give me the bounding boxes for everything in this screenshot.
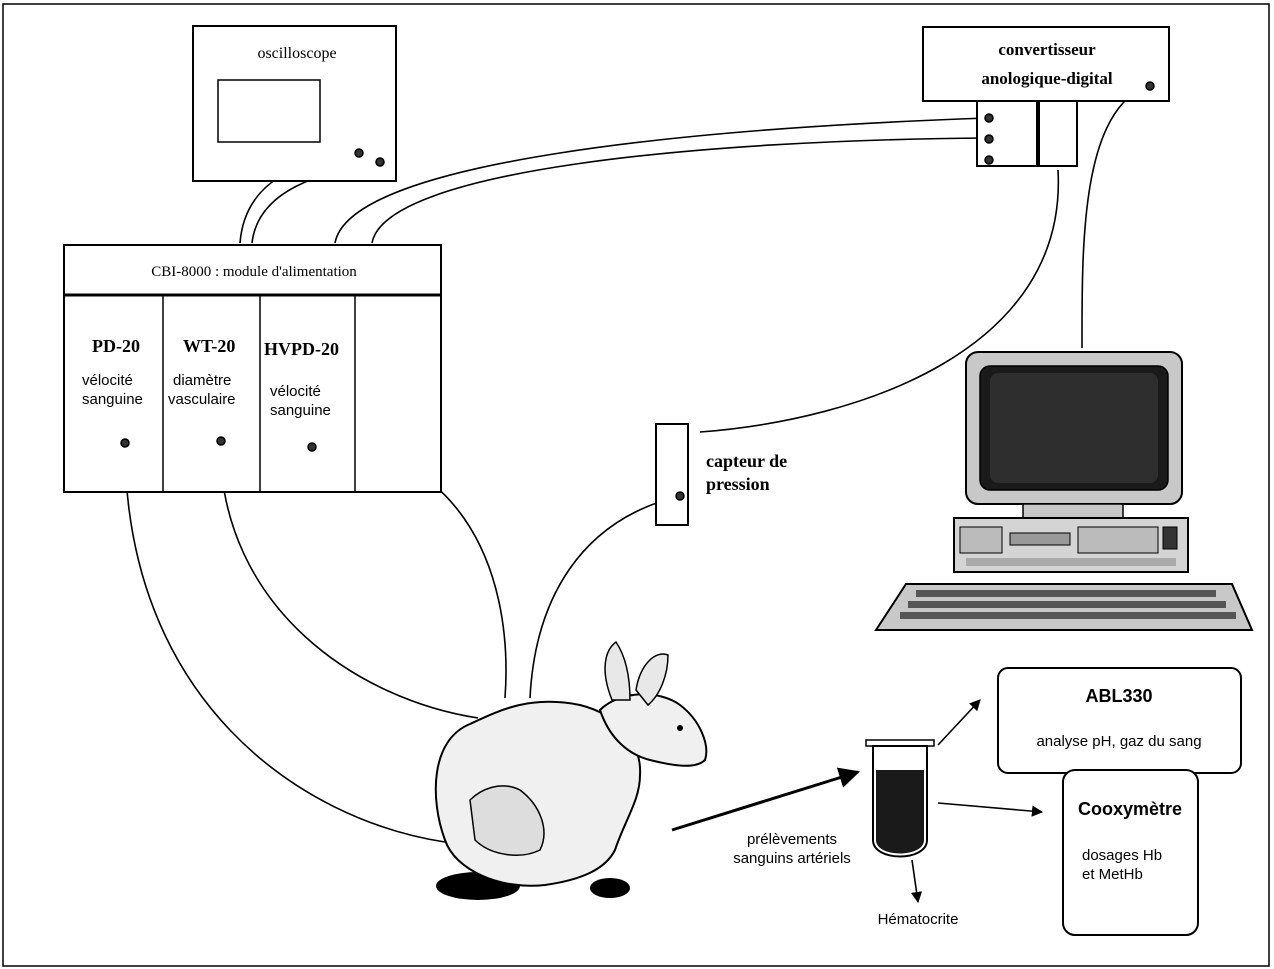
cooximeter-line2: et MetHb — [1082, 866, 1143, 883]
cables — [124, 85, 1149, 843]
oscilloscope-port — [354, 148, 364, 158]
abl330-analyzer: ABL330 analyse pH, gaz du sang — [997, 667, 1242, 774]
slot-name: PD-20 — [92, 336, 140, 356]
converter-input-block — [976, 100, 1078, 167]
slot-desc-line2: sanguine — [270, 402, 331, 419]
pressure-sensor: capteur de pression — [655, 423, 787, 526]
abl330-box — [997, 667, 1242, 774]
converter: convertisseur anologique-digital — [922, 26, 1170, 167]
cooximeter-title: Cooxymètre — [1078, 799, 1182, 819]
converter-label-line2: anologique-digital — [981, 69, 1113, 88]
cooximeter-box — [1062, 769, 1199, 936]
outer-frame — [2, 3, 1270, 967]
converter-port — [984, 155, 994, 165]
slot-desc-line2: sanguine — [82, 391, 143, 408]
slot-name: WT-20 — [183, 336, 235, 356]
computer — [874, 351, 1254, 631]
module-body — [63, 244, 442, 493]
pressure-sensor-label-line2: pression — [706, 474, 770, 494]
rabbit-illustration — [434, 640, 708, 900]
slot-port — [120, 438, 130, 448]
converter-body — [922, 26, 1170, 102]
sampling-label-line1: prélèvements — [747, 831, 837, 848]
oscilloscope-screen — [217, 79, 321, 143]
sampling-flow: prélèvements sanguins artériels Hématocr… — [671, 699, 1044, 928]
oscilloscope-port — [375, 157, 385, 167]
pressure-sensor-body — [655, 423, 689, 526]
slot-port — [307, 442, 317, 452]
abl330-title: ABL330 — [1085, 686, 1152, 706]
slot-name: HVPD-20 — [264, 339, 339, 359]
slot-desc-line1: vélocité — [82, 372, 133, 389]
slot-desc-line1: vélocité — [270, 383, 321, 400]
slot-desc-line1: diamètre — [173, 372, 231, 389]
oscilloscope: oscilloscope — [192, 25, 397, 182]
slot-desc-line2: vasculaire — [168, 391, 236, 408]
converter-port — [1145, 81, 1155, 91]
pressure-sensor-port — [675, 491, 685, 501]
test-tube-blood — [876, 770, 924, 854]
abl330-desc: analyse pH, gaz du sang — [1036, 733, 1201, 750]
power-module: CBI-8000 : module d'alimentation PD-20 v… — [63, 244, 442, 493]
converter-port — [984, 134, 994, 144]
module-title: CBI-8000 : module d'alimentation — [151, 264, 357, 280]
converter-port — [984, 113, 994, 123]
oscilloscope-label: oscilloscope — [257, 45, 336, 62]
hematocrit-label: Hématocrite — [878, 911, 959, 928]
pressure-sensor-label-line1: capteur de — [706, 451, 787, 471]
slot-port — [216, 436, 226, 446]
sampling-label-line2: sanguins artériels — [733, 850, 851, 867]
cooximeter: Cooxymètre dosages Hb et MetHb — [1062, 769, 1199, 936]
cooximeter-line1: dosages Hb — [1082, 847, 1162, 864]
converter-label-line1: convertisseur — [998, 40, 1096, 59]
